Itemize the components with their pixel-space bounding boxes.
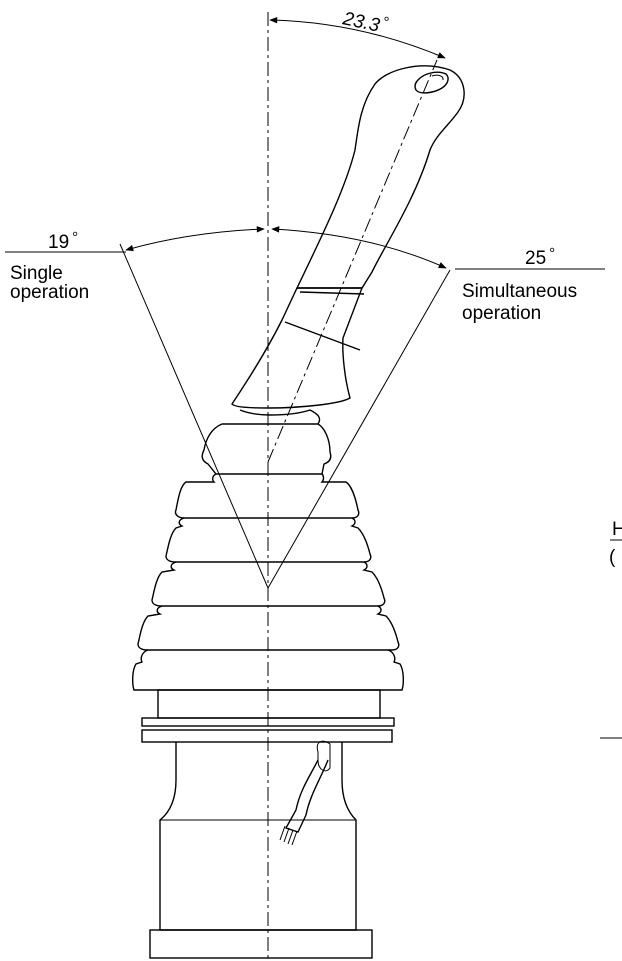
- joystick-base: [141, 689, 395, 959]
- right-caption-line2: operation: [462, 303, 541, 324]
- left-caption-line1: Single: [10, 263, 63, 284]
- simultaneous-operation-limit-line: [267, 269, 451, 589]
- simultaneous-operation-arc: [271, 226, 447, 269]
- cable: [279, 740, 331, 846]
- right-angle-label: 25°: [525, 245, 555, 269]
- single-operation-arc: [125, 226, 265, 252]
- left-angle-label: 19°: [48, 229, 78, 253]
- tilt-angle-arc: [269, 16, 446, 59]
- clipped-text-fragment-1: H: [612, 519, 622, 540]
- handle-center-line: [267, 59, 438, 463]
- right-caption-line1: Simultaneous: [462, 281, 577, 302]
- handle-shaft: [231, 287, 365, 409]
- handle-grip: [295, 65, 465, 289]
- left-caption-line2: operation: [10, 282, 89, 303]
- clipped-text-fragment-2: (: [609, 547, 616, 568]
- single-operation-limit-line: [119, 243, 269, 589]
- tilt-angle-label: 23.3°: [340, 5, 390, 38]
